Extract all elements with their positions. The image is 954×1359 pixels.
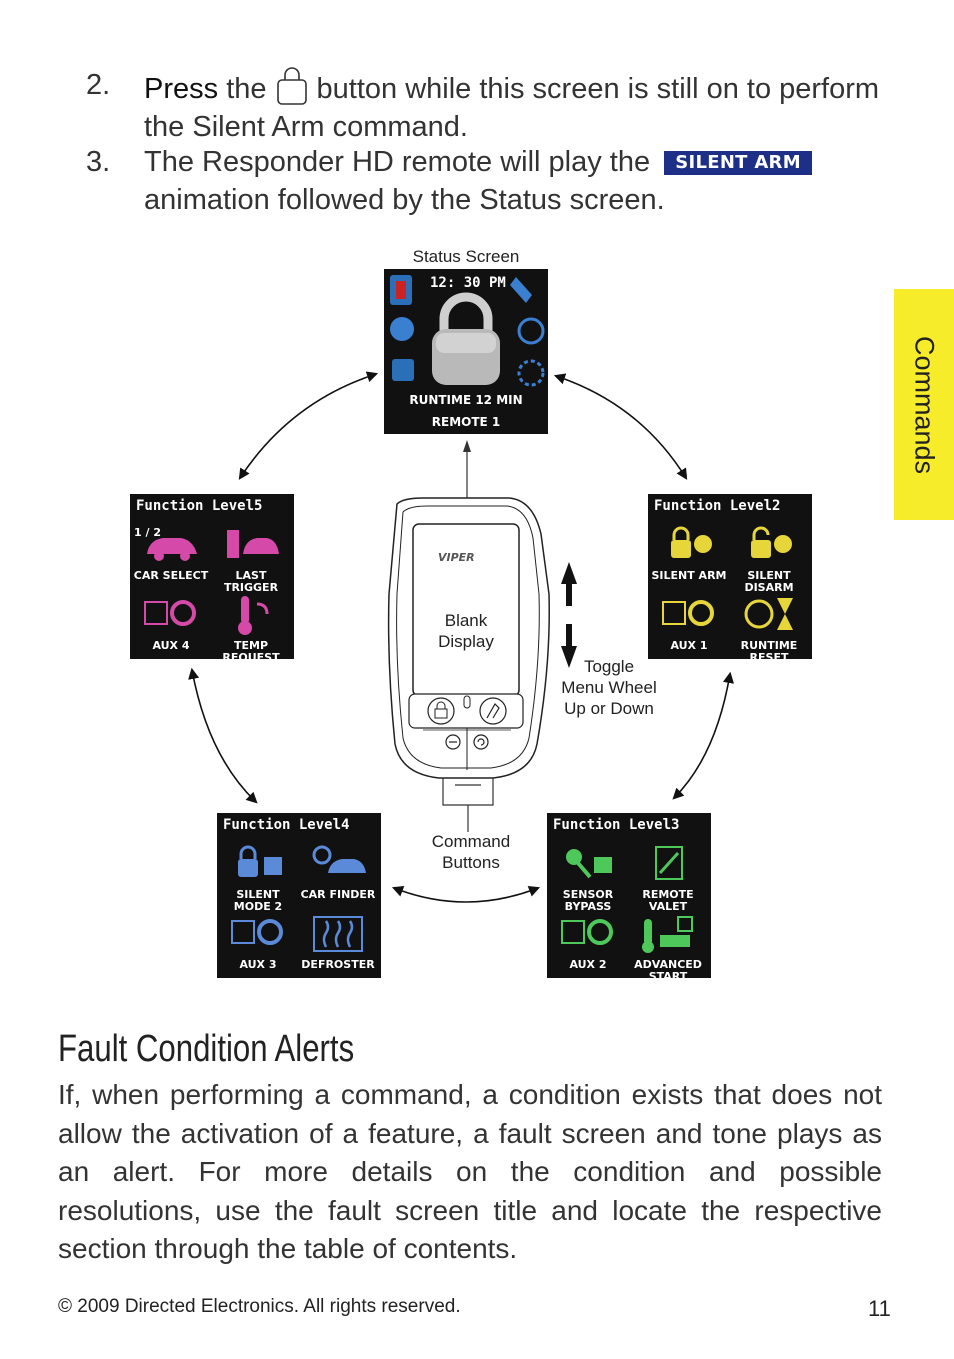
page-number: 11	[868, 1296, 891, 1321]
silent-lock-icon	[671, 526, 712, 558]
toggle-caption: Toggle Menu Wheel Up or Down	[561, 657, 657, 718]
status-screen: 12: 30 PM RUNTIME 12 MIN REMOTE 1	[384, 269, 548, 434]
toggle-up-arrow	[561, 562, 577, 606]
level4-item-car-finder: CAR FINDER	[299, 843, 377, 901]
aux-key-icon	[561, 919, 613, 945]
level5-item-last-trigger: LAST TRIGGER	[212, 524, 290, 594]
level3-item-remote-valet: REMOTE VALET	[629, 843, 707, 913]
fault-paragraph: If, when performing a command, a conditi…	[58, 1079, 882, 1264]
silent-mode-icon	[238, 845, 282, 877]
screen-title: Function Level2	[654, 498, 781, 514]
screen-title: Function Level5	[136, 498, 263, 514]
level5-item-car-select: CAR SELECT	[132, 524, 210, 582]
aux-icon	[392, 359, 414, 381]
arrow-status-level2	[553, 373, 688, 480]
status-pointer-head	[463, 440, 471, 452]
remote-brand-logo: VIPER	[438, 551, 475, 564]
step-number: 2.	[86, 69, 111, 101]
step-text-post: animation followed by the Status screen.	[144, 184, 665, 216]
commands-side-tab: Commands	[894, 289, 954, 520]
silent-unlock-icon	[751, 526, 792, 558]
status-screen-caption: Status Screen	[412, 247, 520, 266]
level3-item-aux2: AUX 2	[549, 913, 627, 971]
hourglass-icon	[744, 598, 793, 630]
level4-item-aux3: AUX 3	[219, 913, 297, 971]
footer-copyright: © 2009 Directed Electronics. All rights …	[58, 1296, 461, 1317]
screen-title: Function Level4	[223, 817, 350, 833]
level4-item-silent-mode-2: SILENT MODE 2	[219, 843, 297, 913]
function-level2-screen: Function Level2 SILENT ARM SILENT DISARM…	[648, 494, 812, 659]
defroster-icon	[313, 916, 363, 952]
step-text-pre: the	[226, 73, 267, 105]
start-icon	[486, 703, 500, 719]
remote-led	[463, 695, 471, 709]
lock-icon	[434, 708, 448, 719]
aux-key-icon	[662, 600, 714, 626]
step-text-pre: The Responder HD remote will play the	[144, 146, 651, 178]
function-level5-screen: Function Level5 1 / 2 CAR SELECT LAST TR…	[130, 494, 294, 659]
silent-arm-badge: SILENT ARM	[664, 151, 812, 175]
level2-item-aux1: AUX 1	[650, 594, 728, 652]
level3-item-sensor-bypass: SENSOR BYPASS	[549, 843, 627, 913]
arrow-level2-level3	[672, 671, 735, 800]
command-buttons-caption: Command Buttons	[431, 832, 511, 872]
car-icon	[147, 538, 197, 561]
level3-item-advanced-start: ADVANCED START	[629, 913, 707, 978]
level2-item-runtime-reset: RUNTIME RESET	[730, 594, 808, 659]
step-2: 2. Press the button while this screen is…	[86, 66, 886, 146]
temp-icon	[517, 317, 545, 345]
step-number: 3.	[86, 146, 111, 178]
toggle-down-arrow	[561, 624, 577, 668]
page-indicator: 1 / 2	[134, 526, 161, 539]
aux-key-icon	[231, 919, 283, 945]
section-title: Fault Condition Alerts	[58, 1028, 355, 1070]
status-remote: REMOTE 1	[431, 415, 501, 429]
status-screen-art	[390, 275, 545, 387]
level2-item-silent-disarm: SILENT DISARM	[730, 524, 808, 594]
remote-illustration	[387, 497, 550, 779]
valet-icon	[655, 846, 683, 880]
aux-key-icon	[144, 600, 196, 626]
status-runtime: RUNTIME 12 MIN	[409, 393, 523, 407]
blank-display-label: Blank Display	[438, 611, 494, 651]
step-text-post: button while this screen is still on to …	[144, 73, 880, 143]
arrow-status-level5	[238, 371, 379, 480]
lock-button-icon	[276, 67, 307, 105]
runtime-icon	[517, 359, 545, 387]
padlock-shackle	[439, 292, 493, 331]
advanced-start-icon	[642, 916, 693, 953]
remote-function-button[interactable]	[473, 734, 489, 750]
level5-item-temp-request: TEMP REQUEST	[212, 594, 290, 659]
arrow-level4-level3	[391, 886, 541, 903]
antenna-icon	[510, 277, 532, 303]
step-3: 3. The Responder HD remote will play the…	[86, 143, 886, 219]
arrow-level5-level4	[188, 667, 258, 804]
press-word: Press	[144, 73, 219, 105]
level5-item-aux4: AUX 4	[132, 594, 210, 652]
globe-icon	[390, 317, 414, 341]
sensor-bypass-icon	[566, 849, 612, 879]
screen-title: Function Level3	[553, 817, 680, 833]
remote-start-button[interactable]	[479, 697, 507, 725]
level4-item-defroster: DEFROSTER	[299, 913, 377, 971]
thermometer-icon	[238, 596, 269, 635]
level2-item-silent-arm: SILENT ARM	[650, 524, 728, 582]
function-level3-screen: Function Level3 SENSOR BYPASS REMOTE VAL…	[547, 813, 711, 978]
car-finder-icon	[312, 845, 366, 873]
last-trigger-icon	[227, 530, 279, 558]
function-level4-screen: Function Level4 SILENT MODE 2 CAR FINDER…	[217, 813, 381, 978]
status-time: 12: 30 PM	[430, 275, 506, 291]
